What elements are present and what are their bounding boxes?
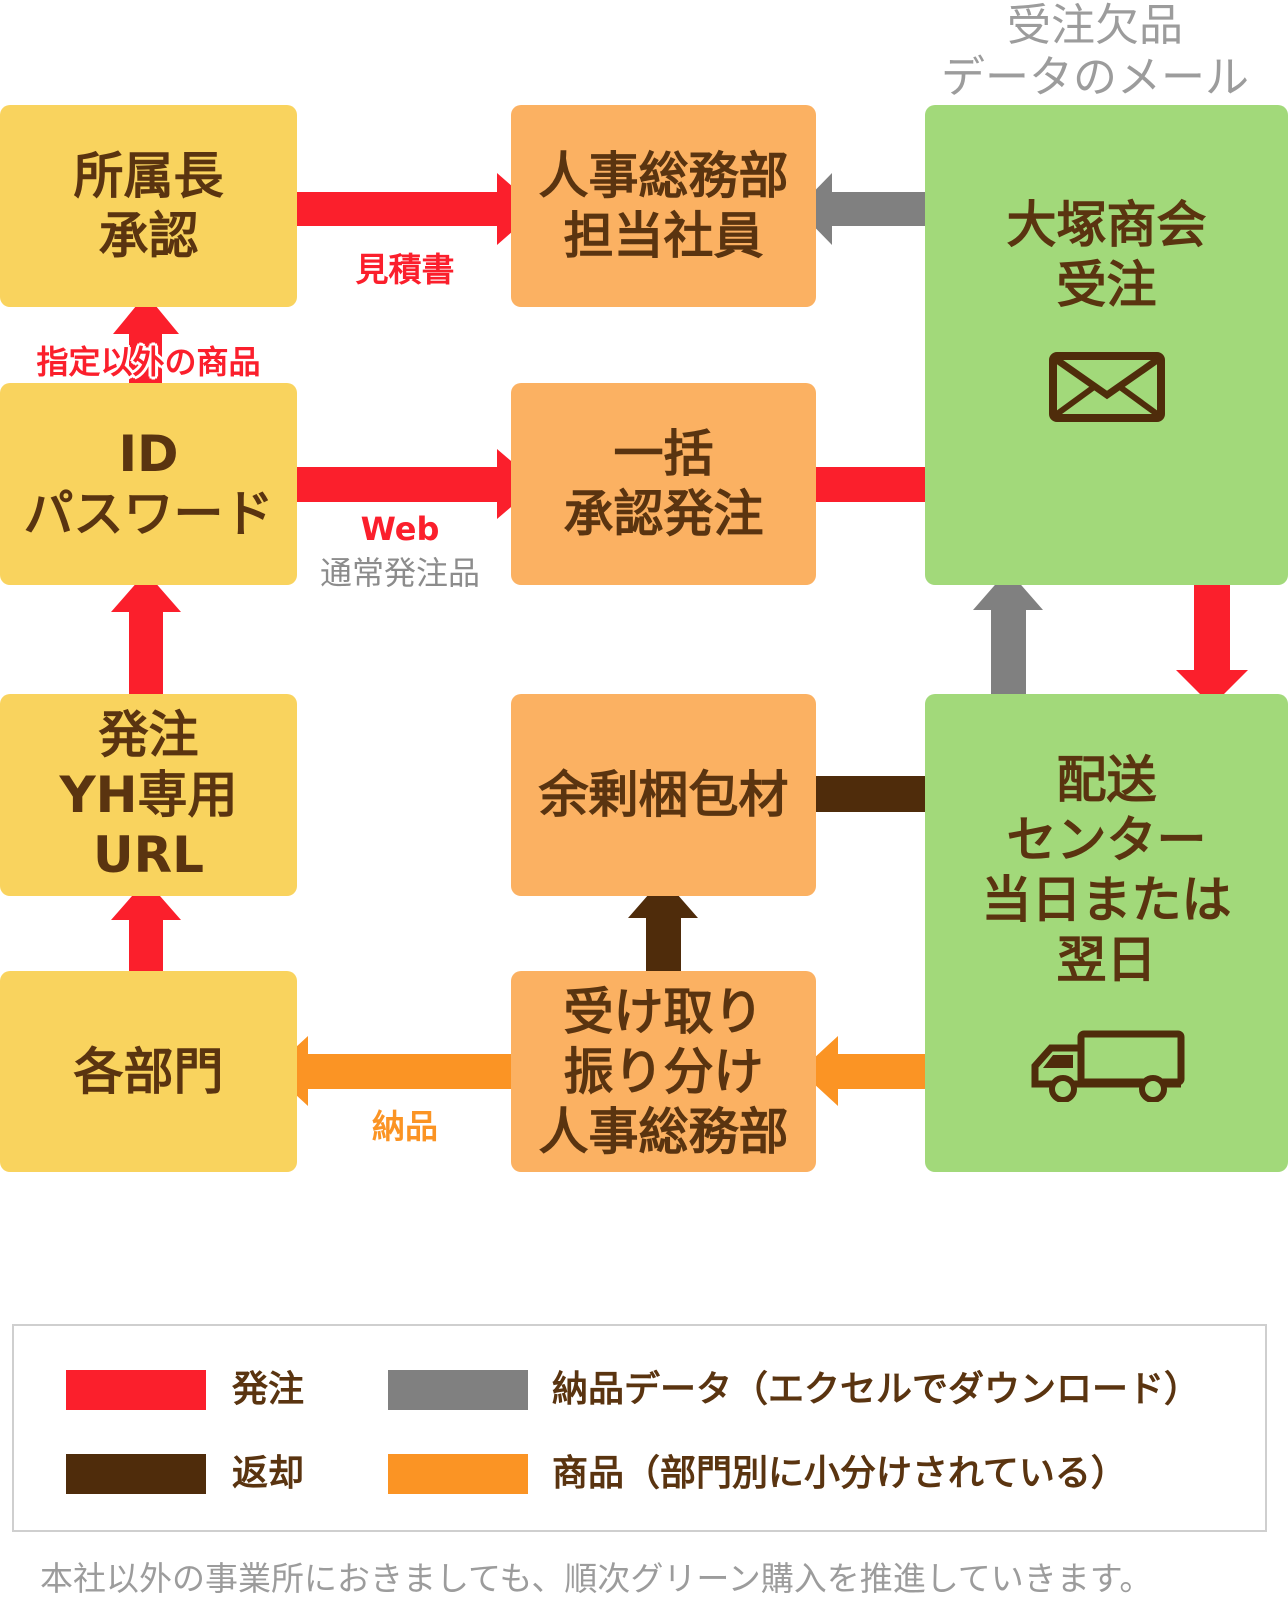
legend-swatch-order [66,1370,206,1410]
id-password-box: ID パスワード [0,383,297,585]
receive-line-1: 受け取り [563,982,764,1041]
envelope-icon [1048,352,1165,422]
surplus-box: 余剰梱包材 [511,694,816,896]
surplus-line: 余剰梱包材 [538,766,789,824]
bulk-order-box: 一括 承認発注 [511,383,816,585]
header-line-1: 受注欠品 [1007,0,1183,51]
arrow-delivery-to-otsuka [973,570,1043,695]
delivery-line-3: 当日または [981,871,1232,929]
delivery-line-4: 翌日 [1056,931,1157,989]
password-line: パスワード [23,485,274,543]
bulk-line-2: 承認発注 [563,485,764,543]
legend-swatch-goods [388,1454,528,1494]
receive-line-3: 人事総務部 [538,1102,789,1161]
approval-line-2: 承認 [98,207,199,265]
arrow-otsuka-to-delivery [1176,585,1248,706]
order-url-line-2: YH専用 [59,766,238,824]
otsuka-line-2: 受注 [1056,256,1157,314]
arrow-receive-to-surplus [628,878,698,972]
label-web: Web [360,510,440,548]
footnote: 本社以外の事業所におきましても、順次グリーン購入を推進していきます。 [40,1559,1153,1598]
delivery-line-2: センター [1006,811,1207,869]
hr-staff-box: 人事総務部 担当社員 [511,105,816,307]
legend-swatch-data [388,1370,528,1410]
arrow-dept-to-url [111,880,181,972]
order-url-line-1: 発注 [98,706,199,764]
otsuka-line-1: 大塚商会 [1006,196,1207,254]
header-line-2: データのメール [941,52,1249,103]
approval-box: 所属長 承認 [0,105,297,307]
legend-label-data: 納品データ（エクセルでダウンロード） [552,1369,1201,1410]
label-delivery-goods: 納品 [372,1107,438,1146]
order-url-line-3: URL [93,826,204,884]
id-line: ID [118,425,179,483]
arrow-receive-to-departments [270,1036,512,1106]
legend: 発注 納品データ（エクセルでダウンロード） 返却 商品（部門別に小分けされている… [12,1324,1267,1532]
legend-label-order: 発注 [232,1369,305,1410]
departments-box: 各部門 [0,971,297,1172]
receive-line-2: 振り分け [563,1042,764,1101]
arrow-delivery-to-receive [800,1036,952,1106]
otsuka-box: 大塚商会 受注 [925,105,1288,585]
arrow-approval-to-hr [287,173,538,245]
arrow-url-to-id [111,572,181,695]
delivery-line-1: 配送 [1056,751,1157,809]
hr-staff-line-1: 人事総務部 [538,147,789,205]
arrow-id-to-bulk [287,449,538,519]
departments-line: 各部門 [73,1042,224,1101]
label-estimate: 見積書 [355,250,455,289]
legend-label-return: 返却 [232,1453,305,1494]
legend-swatch-return [66,1454,206,1494]
approval-line-1: 所属長 [73,147,224,205]
arrow-otsuka-to-hr [797,173,952,245]
legend-label-goods: 商品（部門別に小分けされている） [552,1453,1127,1494]
bulk-line-1: 一括 [613,425,714,483]
header-title: 受注欠品 データのメール [920,0,1270,104]
delivery-center-box: 配送 センター 当日または 翌日 [925,694,1288,1172]
label-non-designated: 指定以外の商品 [36,343,261,381]
arrow-id-to-approval [113,294,179,385]
hr-staff-line-2: 担当社員 [563,207,764,265]
label-regular-order: 通常発注品 [319,554,480,592]
receive-box: 受け取り 振り分け 人事総務部 [511,971,816,1172]
order-url-box: 発注 YH専用 URL [0,694,297,896]
truck-icon [1031,1030,1184,1102]
